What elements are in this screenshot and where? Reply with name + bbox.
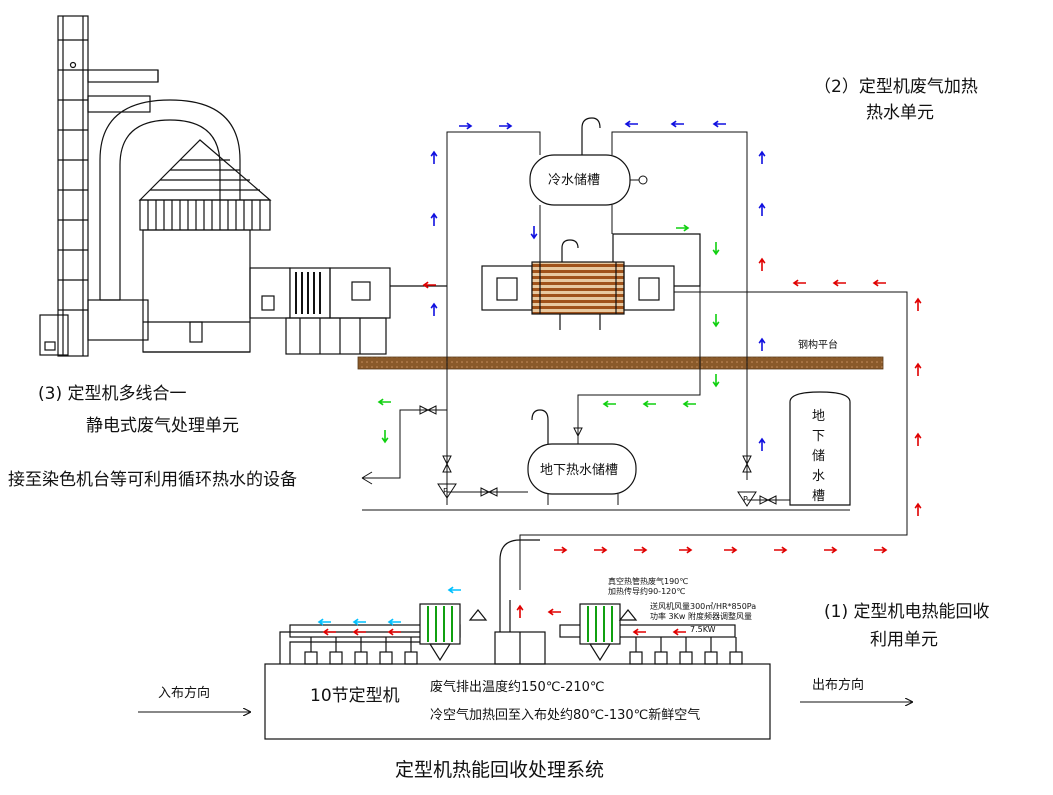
pump-label-right: P <box>743 495 748 504</box>
pump-label-left: P <box>443 487 448 496</box>
flow-arrow-green-21 <box>381 430 389 444</box>
flow-arrow-red-36 <box>774 546 788 554</box>
valves <box>419 405 777 507</box>
flow-arrow-blue-11 <box>758 437 766 451</box>
unit1-label-line1: (1) 定型机电热能回收 <box>824 602 989 622</box>
cloth-out-label: 出布方向 <box>812 677 864 693</box>
platform-label: 钢构平台 <box>798 338 838 351</box>
electrostatic-unit <box>138 139 272 353</box>
flow-arrow-green-19 <box>602 400 616 408</box>
unit3-label-line1: (3) 定型机多线合一 <box>38 384 186 404</box>
underground-tank-char-2: 下 <box>812 429 825 444</box>
flow-arrow-red-34 <box>679 546 693 554</box>
machine-label: 10节定型机 <box>310 686 400 706</box>
flow-arrow-red-29 <box>914 432 922 446</box>
flow-arrow-cyan-48 <box>352 618 366 626</box>
unit2-label-line1: （2）定型机废气加热 <box>814 77 978 97</box>
flow-arrow-red-28 <box>914 362 922 376</box>
underground-storage-tank: 地 下 储 水 槽 <box>789 391 851 506</box>
flow-arrow-blue-8 <box>758 150 766 164</box>
flow-arrow-green-14 <box>712 242 720 256</box>
flow-arrow-blue-9 <box>758 202 766 216</box>
fan-note-line2: 功率 3Kw 附度频器调整风量 <box>650 611 752 621</box>
flow-arrow-red-37 <box>824 546 838 554</box>
flow-arrow-cyan-49 <box>387 618 401 626</box>
flow-arrow-red-45 <box>672 628 686 636</box>
diagram-title: 定型机热能回收处理系统 <box>395 759 604 781</box>
flow-arrow-red-25 <box>872 279 886 287</box>
flow-arrow-blue-4 <box>712 120 726 128</box>
unit1-label-line2: 利用单元 <box>870 630 938 650</box>
flow-arrow-blue-5 <box>430 150 438 164</box>
exhaust-temp-label: 废气排出温度约150℃-210℃ <box>430 679 605 695</box>
flow-arrow-blue-3 <box>670 120 684 128</box>
flow-arrow-blue-2 <box>624 120 638 128</box>
flow-arrow-blue-6 <box>430 212 438 226</box>
flow-arrow-blue-10 <box>758 337 766 351</box>
cold-water-tank: 冷水储槽 <box>529 117 648 206</box>
cold-air-label: 冷空气加热回至入布处约80℃-130℃新鲜空气 <box>430 707 700 723</box>
exhaust-stack <box>39 15 159 357</box>
flow-arrow-red-24 <box>832 279 846 287</box>
flow-arrow-green-16 <box>712 374 720 388</box>
stenter-machine <box>264 539 771 740</box>
vacuum-note-line1: 真空热管热废气190℃ <box>608 576 688 586</box>
dye-machine-label: 接至染色机台等可利用循环热水的设备 <box>8 470 297 490</box>
hot-water-tank: 地下热水储槽 <box>527 409 637 505</box>
flow-arrow-green-17 <box>682 400 696 408</box>
flow-arrow-red-38 <box>874 546 888 554</box>
flow-arrow-blue-0 <box>459 122 473 130</box>
flow-arrow-red-33 <box>634 546 648 554</box>
flow-arrow-red-42 <box>352 628 366 636</box>
flow-arrow-green-20 <box>377 398 391 406</box>
duct-loop <box>87 95 241 341</box>
flow-arrow-blue-1 <box>499 122 513 130</box>
flow-arrow-cyan-46 <box>447 586 461 594</box>
flow-arrows <box>317 120 922 636</box>
flow-arrow-blue-12 <box>530 226 538 240</box>
flow-arrow-red-30 <box>914 502 922 516</box>
flow-arrow-red-35 <box>724 546 738 554</box>
flow-arrow-green-13 <box>676 224 690 232</box>
motor-power-label: 7.5KW <box>690 625 716 634</box>
unit3-label-line2: 静电式废气处理单元 <box>86 416 239 436</box>
flow-arrow-red-41 <box>322 628 336 636</box>
heat-exchanger <box>481 233 701 330</box>
flow-arrow-red-31 <box>554 546 568 554</box>
cold-tank-label: 冷水储槽 <box>548 173 600 188</box>
flow-arrow-red-44 <box>632 628 646 636</box>
flow-arrow-red-32 <box>594 546 608 554</box>
vacuum-note-line2: 加热传导约90-120℃ <box>608 586 685 596</box>
flow-arrow-red-40 <box>547 608 561 616</box>
flow-arrow-red-43 <box>387 628 401 636</box>
underground-tank-char-3: 储 <box>812 449 825 464</box>
cloth-in-label: 入布方向 <box>158 685 210 701</box>
underground-tank-char-5: 槽 <box>812 489 825 504</box>
flow-arrow-red-23 <box>792 279 806 287</box>
water-piping <box>361 131 908 590</box>
flow-arrow-blue-7 <box>430 302 438 316</box>
hot-tank-label: 地下热水储槽 <box>540 463 618 478</box>
flow-arrow-green-15 <box>712 314 720 328</box>
underground-tank-char-4: 水 <box>812 469 825 484</box>
unit2-label-line2: 热水单元 <box>866 103 934 123</box>
steel-platform: 钢构平台 <box>357 338 884 370</box>
fan-note-line1: 送风机风量300㎥/HR*850Pa <box>650 601 756 611</box>
flow-arrow-red-39 <box>516 604 524 618</box>
flow-arrow-red-27 <box>914 297 922 311</box>
underground-tank-char-1: 地 <box>812 409 825 424</box>
flow-arrow-green-18 <box>642 400 656 408</box>
flow-arrow-red-22 <box>422 281 436 289</box>
flow-arrow-red-26 <box>758 257 766 271</box>
flow-arrow-cyan-47 <box>317 618 331 626</box>
fan-and-filter <box>249 267 447 355</box>
